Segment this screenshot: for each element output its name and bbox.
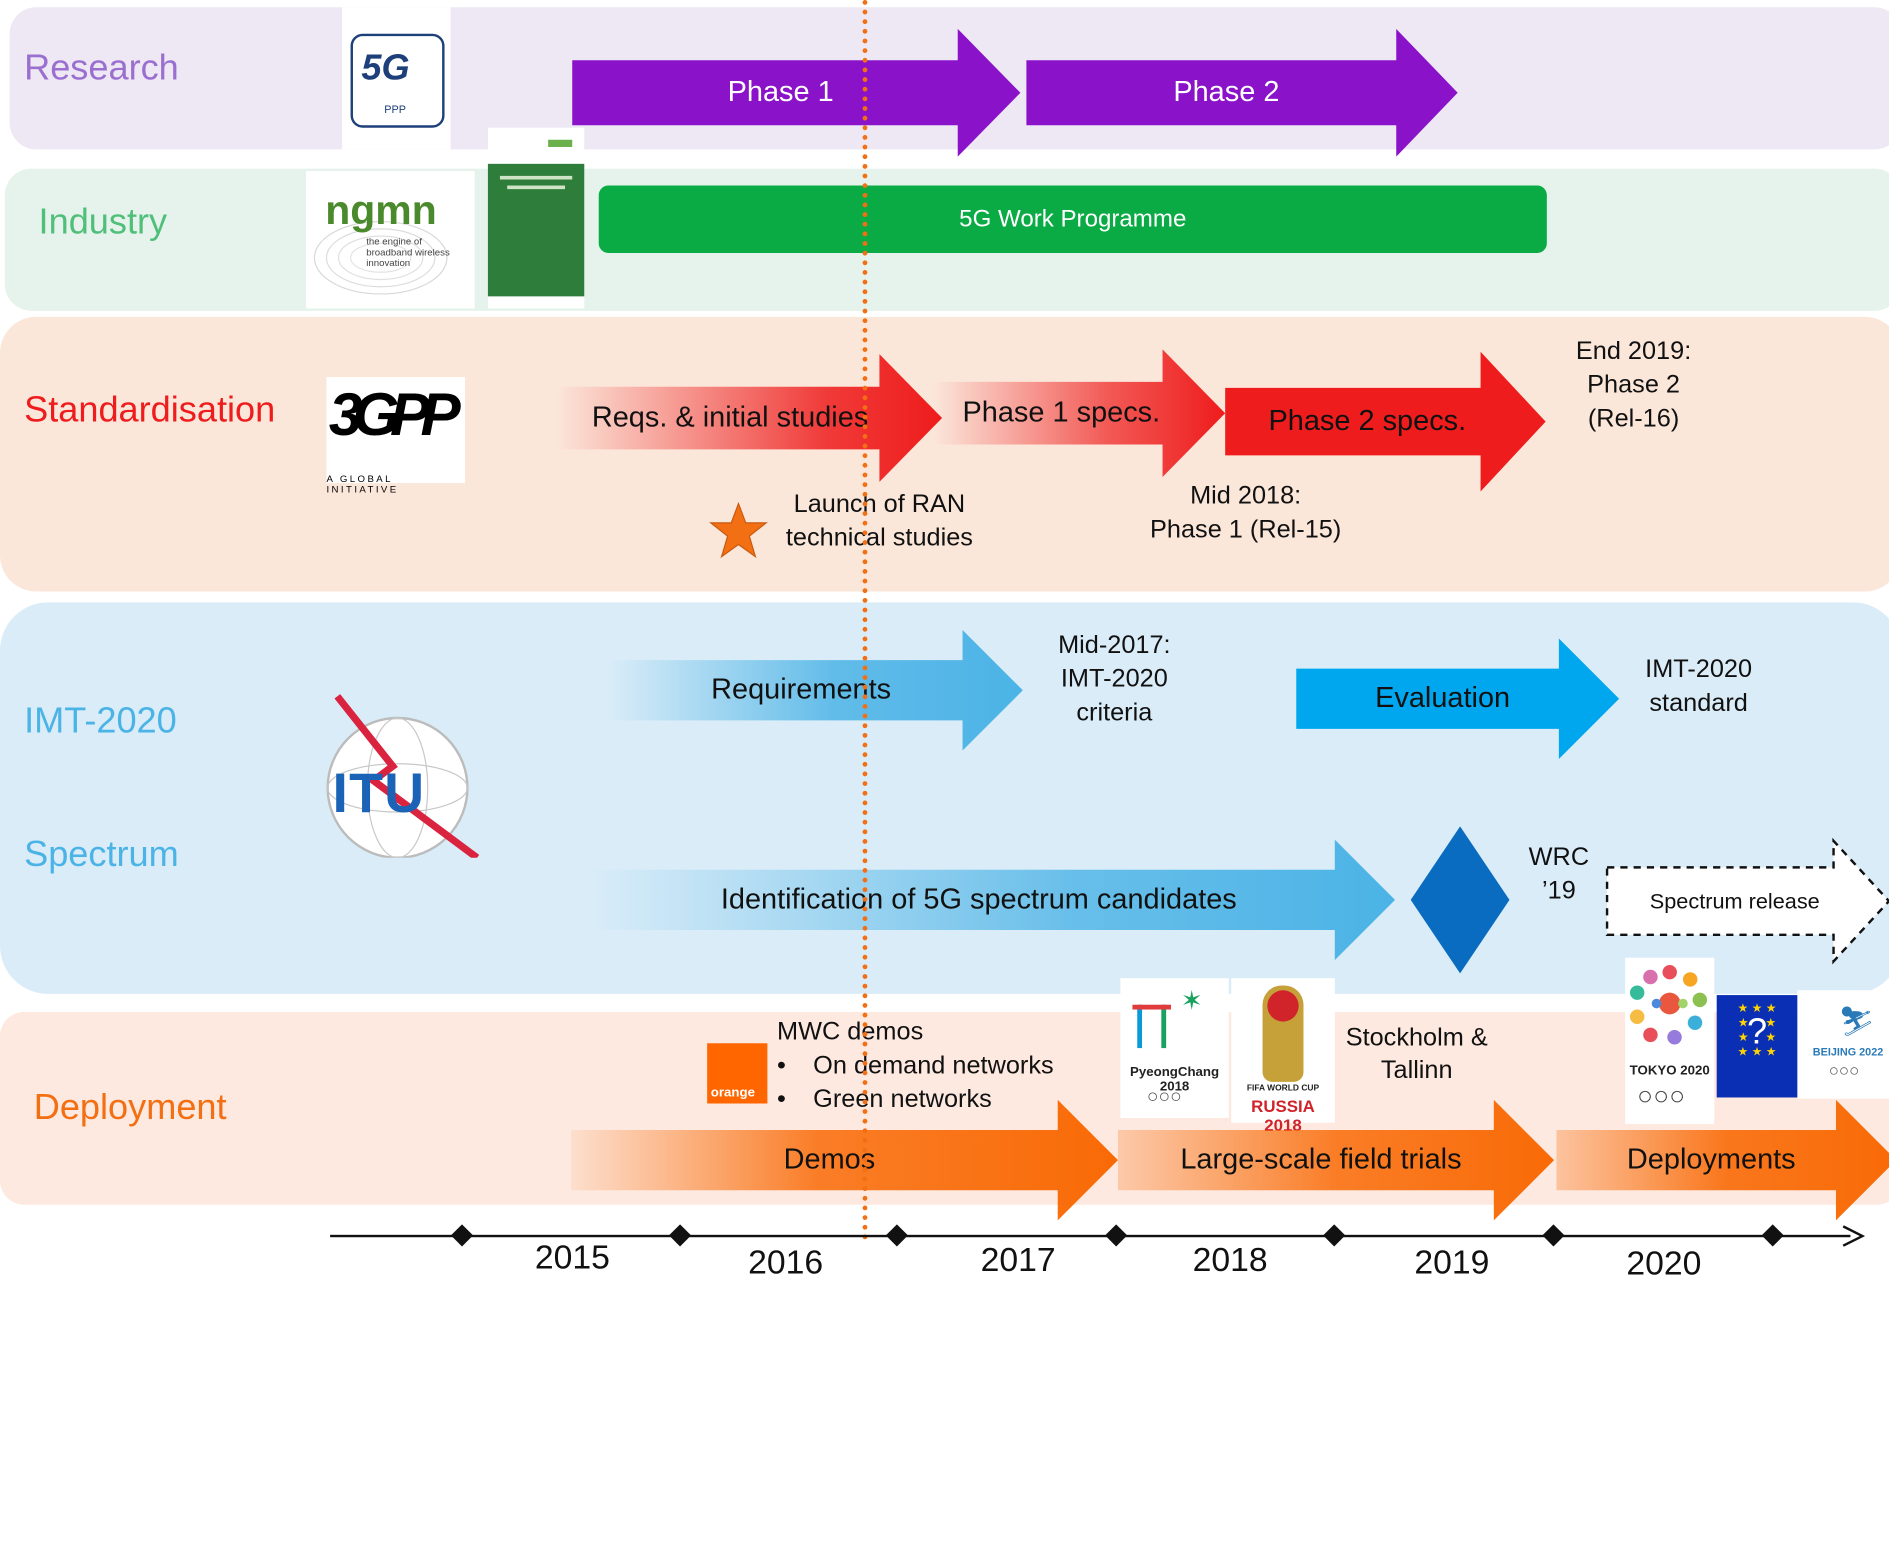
row-label-research: Research <box>24 48 179 88</box>
beijing-2022-logo: ⛷ BEIJING 2022 ○○○ <box>1797 990 1889 1099</box>
demos-arrow: Demos <box>571 1099 1118 1221</box>
field-trials-label: Large-scale field trials <box>1180 1143 1462 1176</box>
timeline-tick <box>1542 1224 1565 1247</box>
ngmn-whitepaper-cover <box>487 127 585 309</box>
requirements-label: Requirements <box>711 673 892 706</box>
eu-flag-logo: ★ ★ ★★ ★★ ★★ ★ ★ ? <box>1716 995 1798 1098</box>
spectrum-identification-arrow: Identification of 5G spectrum candidates <box>592 839 1396 961</box>
mwc-demos-item: •Green networks <box>777 1085 992 1114</box>
pyeongchang-logo-text: PyeongChang 2018 <box>1130 1064 1220 1094</box>
orange-logo: orange <box>707 1043 768 1104</box>
current-date-marker <box>862 0 868 1241</box>
3gpp-logo-subtitle: A GLOBAL INITIATIVE <box>326 473 399 496</box>
mid-2018-note: Mid 2018: Phase 1 (Rel-15) <box>1150 481 1342 544</box>
research-phase2-label: Phase 2 <box>1173 75 1280 109</box>
end-2019-note: End 2019: Phase 2 (Rel-16) <box>1575 337 1692 433</box>
pyeongchang-2018-logo: ✶ PyeongChang 2018 ○○○ <box>1120 978 1229 1118</box>
timeline-arrowhead-icon <box>1841 1224 1866 1248</box>
tokyo-logo-text: TOKYO 2020 <box>1629 1063 1710 1079</box>
russia-logo-text: RUSSIA 2018 <box>1251 1096 1315 1135</box>
research-phase2-arrow: Phase 2 <box>1026 28 1458 157</box>
evaluation-label: Evaluation <box>1375 681 1511 715</box>
orange-logo-text: orange <box>710 1085 755 1100</box>
reqs-studies-arrow: Reqs. & initial studies <box>556 354 943 482</box>
reqs-studies-label: Reqs. & initial studies <box>591 401 869 434</box>
eu-question-mark: ? <box>1747 1011 1768 1052</box>
timeline-year-label: 2020 <box>1626 1244 1702 1282</box>
spectrum-identification-label: Identification of 5G spectrum candidates <box>720 883 1237 916</box>
spectrum-release-arrow: Spectrum release <box>1605 837 1889 965</box>
ngmn-tagline: the engine of broadband wireless innovat… <box>366 236 450 269</box>
wrc-note: WRC ’19 <box>1528 843 1590 905</box>
timeline-tick <box>450 1224 474 1247</box>
stockholm-tallinn-note: Stockholm & Tallinn <box>1345 1023 1488 1085</box>
mid-2017-note: Mid-2017: IMT-2020 criteria <box>1058 631 1171 727</box>
itu-logo: ITU <box>323 694 480 861</box>
phase1-specs-label: Phase 1 specs. <box>962 396 1161 429</box>
row-label-standardisation: Standardisation <box>24 390 276 431</box>
3gpp-logo-text: 3GPP <box>328 380 461 449</box>
row-label-industry: Industry <box>38 202 168 243</box>
timeline-tick <box>1761 1224 1784 1247</box>
deployments-label: Deployments <box>1626 1143 1796 1176</box>
3gpp-logo: 3GPP A GLOBAL INITIATIVE <box>326 377 466 495</box>
ppp-logo-text: PPP <box>384 103 407 116</box>
row-label-imt: IMT-2020 <box>24 701 177 741</box>
work-programme-bar: 5G Work Programme <box>598 185 1547 253</box>
wrc-diamond-icon <box>1410 826 1510 974</box>
star-icon <box>708 501 768 561</box>
russia-logo-subtitle: FIFA WORLD CUP <box>1246 1084 1320 1093</box>
mwc-demos-note: MWC demos •On demand networks •Green net… <box>777 1016 1054 1117</box>
mwc-demos-item: •On demand networks <box>777 1051 1054 1080</box>
timeline-tick <box>668 1224 692 1247</box>
research-phase1-label: Phase 1 <box>727 75 834 109</box>
deployments-arrow: Deployments <box>1556 1099 1889 1221</box>
5g-ppp-logo: 5G PPP <box>342 7 451 150</box>
mwc-demos-title: MWC demos <box>777 1017 924 1046</box>
itu-logo-text: ITU <box>332 761 426 825</box>
ngmn-logo: ngmn the engine of broadband wireless in… <box>305 171 475 309</box>
phase1-specs-arrow: Phase 1 specs. <box>933 349 1226 478</box>
timeline-axis <box>330 1234 1851 1238</box>
5g-logo-text: 5G <box>361 48 410 88</box>
standardisation-band <box>0 316 1889 592</box>
timeline-tick <box>1323 1224 1346 1247</box>
demos-label: Demos <box>783 1143 876 1176</box>
russia-2018-logo: FIFA WORLD CUP RUSSIA 2018 <box>1231 978 1335 1135</box>
row-label-spectrum: Spectrum <box>24 834 179 875</box>
requirements-arrow: Requirements <box>609 630 1023 751</box>
phase2-specs-label: Phase 2 specs. <box>1268 404 1467 438</box>
timeline-year-label: 2015 <box>534 1238 610 1276</box>
spectrum-release-label: Spectrum release <box>1649 888 1820 913</box>
field-trials-arrow: Large-scale field trials <box>1117 1099 1555 1221</box>
timeline-tick <box>1105 1224 1128 1247</box>
timeline-year-label: 2018 <box>1192 1240 1268 1279</box>
work-programme-label: 5G Work Programme <box>959 205 1187 232</box>
timeline-year-label: 2016 <box>748 1243 824 1281</box>
row-label-deployment: Deployment <box>33 1087 227 1128</box>
launch-ran-note: Launch of RAN technical studies <box>785 490 973 552</box>
timeline-tick <box>885 1224 908 1247</box>
imt-standard-note: IMT-2020 standard <box>1645 655 1753 717</box>
evaluation-arrow: Evaluation <box>1296 638 1620 759</box>
tokyo-2020-logo: TOKYO 2020 ○○○ <box>1625 957 1715 1124</box>
beijing-logo-text: BEIJING 2022 <box>1812 1045 1884 1058</box>
ngmn-logo-text: ngmn <box>325 187 437 234</box>
timeline-year-label: 2019 <box>1414 1243 1490 1281</box>
phase2-specs-arrow: Phase 2 specs. <box>1225 351 1546 492</box>
timeline-year-label: 2017 <box>980 1240 1056 1279</box>
research-phase1-arrow: Phase 1 <box>572 28 1021 157</box>
